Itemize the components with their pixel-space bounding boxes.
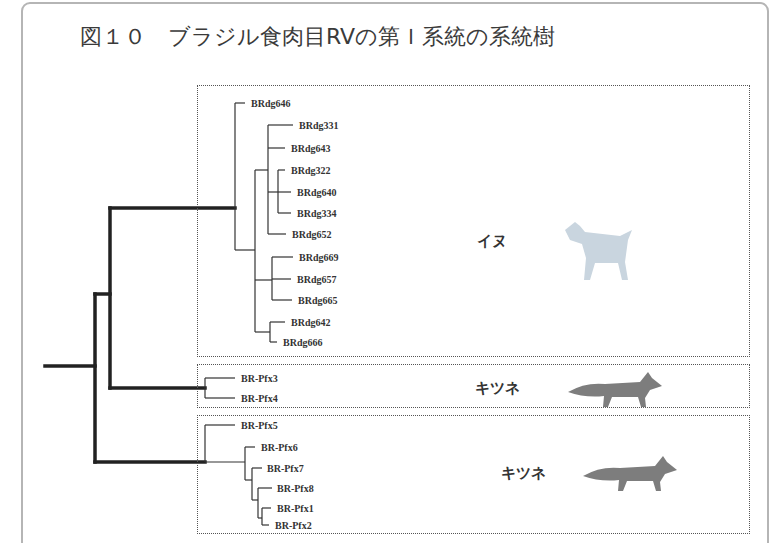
strain-label: BR-Pfx8 (277, 483, 314, 495)
strain-label: BR-Pfx1 (277, 503, 314, 515)
strain-label: BRdg331 (299, 120, 338, 132)
strain-label: BRdg657 (297, 274, 336, 286)
strain-label: BRdg666 (283, 337, 322, 349)
clade-box: BR-Pfx3BR-Pfx4 キツネ (197, 364, 750, 408)
strain-label: BRdg642 (291, 317, 330, 329)
strain-label: BRdg334 (297, 208, 336, 220)
fox-silhouette (583, 456, 677, 491)
host-name: キツネ (475, 379, 520, 397)
host-name: キツネ (501, 464, 546, 482)
strain-label: BR-Pfx4 (241, 393, 278, 405)
strain-label: BRdg646 (251, 98, 290, 110)
figure-frame (22, 3, 768, 543)
strain-label: BR-Pfx3 (241, 373, 278, 385)
thick-branches (45, 208, 235, 462)
strain-label: BR-Pfx7 (267, 463, 304, 475)
strain-label: BRdg322 (291, 165, 330, 177)
host-name: イヌ (477, 232, 507, 250)
clade-box: BR-Pfx5BR-Pfx6BR-Pfx7BR-Pfx8BR-Pfx1BR-Pf… (197, 415, 750, 534)
strain-label: BR-Pfx2 (275, 520, 312, 532)
figure-title: 図１０ ブラジル食肉目RVの第Ｉ系統の系統樹 (80, 24, 555, 50)
strain-label: BRdg640 (297, 187, 336, 199)
fox-silhouette (568, 372, 662, 407)
clade-box: BRdg646BRdg331BRdg643BRdg322BRdg640BRdg3… (197, 85, 750, 357)
strain-label: BR-Pfx6 (261, 442, 298, 454)
strain-label: BR-Pfx5 (241, 420, 278, 432)
thin-branches (205, 103, 293, 525)
strain-label: BRdg652 (292, 229, 331, 241)
strain-label: BRdg643 (291, 143, 330, 155)
strain-label: BRdg665 (298, 295, 337, 307)
dog-silhouette (565, 222, 632, 280)
strain-label: BRdg669 (299, 252, 338, 264)
